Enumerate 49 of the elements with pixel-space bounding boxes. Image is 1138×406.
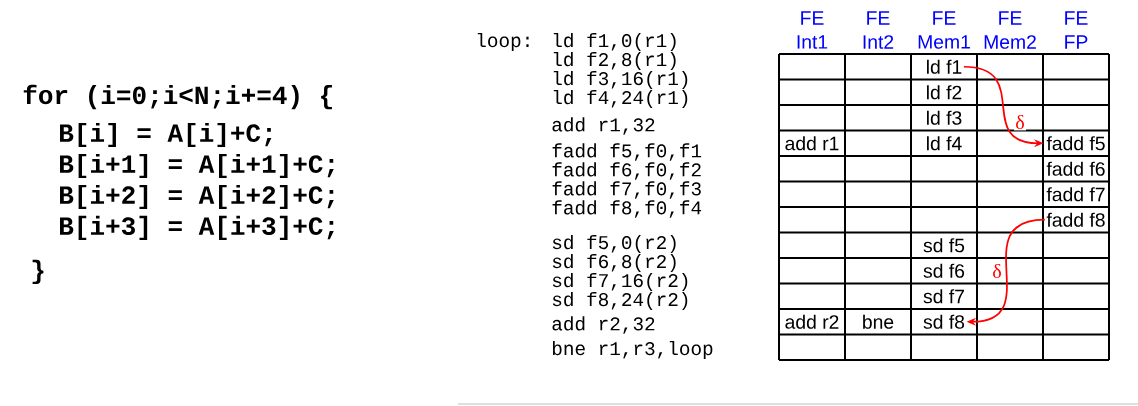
assembly-line: ld f3,16(r1) — [553, 71, 688, 89]
column-header: Mem1 — [918, 35, 970, 49]
column-header: Int2 — [863, 35, 894, 49]
cell-text: bne — [863, 314, 894, 329]
cell-text: sd f5 — [923, 238, 965, 253]
column-header: FE — [1065, 11, 1088, 25]
column-header: FE — [867, 11, 890, 25]
assembly-line: ld f4,24(r1) — [553, 90, 688, 108]
assembly-line: ld f1,0(r1) — [553, 33, 676, 51]
cell-text: sd f8 — [923, 314, 965, 329]
code-line: B[i+3] = A[i+3]+C; — [60, 215, 334, 241]
assembly-line: add r2,32 — [552, 316, 655, 334]
code-line: B[i] = A[i]+C; — [60, 122, 272, 148]
column-header: Mem2 — [984, 35, 1036, 49]
assembly-line: loop: — [477, 33, 529, 51]
assembly-line: ld f2,8(r1) — [553, 52, 676, 70]
assembly-line: fadd f8,f0,f4 — [552, 200, 702, 218]
assembly-line: fadd f7,f0,f3 — [552, 181, 701, 199]
cell-text: add r1 — [785, 136, 839, 151]
column-header: Int1 — [797, 35, 828, 49]
assembly-line: sd f6,8(r2) — [552, 254, 676, 272]
cell-text: sd f6 — [923, 263, 965, 278]
cell-text: fadd f6 — [1046, 161, 1105, 176]
code-line: for (i=0;i<N;i+=4) { — [23, 84, 332, 110]
assembly-line: sd f8,24(r2) — [552, 292, 688, 310]
cell-text: ld f4 — [927, 136, 962, 151]
code-line: B[i+2] = A[i+2]+C; — [60, 184, 334, 210]
column-header: FE — [801, 11, 824, 25]
column-header: FP — [1065, 35, 1088, 49]
column-header: FE — [933, 11, 956, 25]
cell-text: add r2 — [785, 314, 839, 329]
assembly-line: bne r1,r3,loop — [552, 341, 713, 359]
edge-label: δ — [1013, 113, 1027, 131]
cell-text: fadd f8 — [1046, 212, 1105, 227]
assembly-line: sd f7,16(r2) — [552, 273, 688, 291]
cell-text: fadd f7 — [1046, 187, 1105, 202]
edge-label: δ — [990, 262, 1004, 280]
cell-text: ld f3 — [927, 110, 962, 125]
cell-text: ld f2 — [927, 85, 962, 100]
code-line: B[i+1] = A[i+1]+C; — [60, 153, 334, 179]
assembly-line: add r1,32 — [552, 117, 655, 135]
code-line: } — [32, 259, 44, 285]
cell-text: sd f7 — [923, 289, 964, 304]
assembly-line: fadd f5,f0,f1 — [552, 143, 702, 161]
cell-text: fadd f5 — [1046, 136, 1105, 151]
cell-text: ld f1 — [927, 59, 962, 74]
column-header: FE — [999, 11, 1022, 25]
assembly-line: fadd f6,f0,f2 — [552, 162, 701, 180]
assembly-line: sd f5,0(r2) — [552, 235, 676, 253]
